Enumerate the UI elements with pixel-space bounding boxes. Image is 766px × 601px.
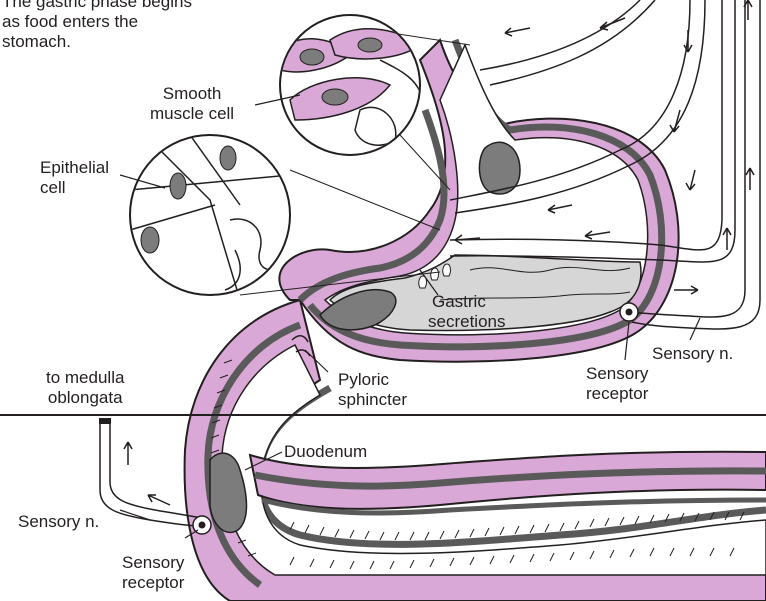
label-sensory-n-left: Sensory n. bbox=[18, 512, 99, 532]
label-line: muscle cell bbox=[150, 104, 234, 124]
caption-line-2: as food enters the bbox=[2, 12, 192, 32]
label-sensory-receptor-right: Sensory receptor bbox=[586, 364, 648, 404]
label-smooth-muscle-cell: Smooth muscle cell bbox=[150, 84, 234, 124]
label-line: sphincter bbox=[338, 390, 407, 410]
label-epithelial-cell: Epithelial cell bbox=[40, 158, 109, 198]
label-line: oblongata bbox=[46, 388, 124, 408]
label-line: to medulla bbox=[46, 368, 124, 388]
label-pyloric-sphincter: Pyloric sphincter bbox=[338, 370, 407, 410]
label-duodenum: Duodenum bbox=[284, 442, 367, 462]
label-line: Gastric bbox=[432, 292, 505, 312]
label-line: receptor bbox=[122, 573, 184, 593]
label-line: Pyloric bbox=[338, 370, 407, 390]
label-line: secretions bbox=[428, 312, 505, 332]
label-line: Epithelial bbox=[40, 158, 109, 178]
label-line: cell bbox=[40, 178, 109, 198]
label-gastric-secretions: Gastric secretions bbox=[428, 292, 505, 332]
nerve-end-cap bbox=[99, 418, 111, 424]
caption-line-1: The gastric phase begins bbox=[2, 0, 192, 12]
label-sensory-n-right: Sensory n. bbox=[652, 344, 733, 364]
label-line: receptor bbox=[586, 384, 648, 404]
caption: The gastric phase begins as food enters … bbox=[2, 0, 192, 52]
caption-line-3: stomach. bbox=[2, 32, 192, 52]
label-sensory-receptor-left: Sensory receptor bbox=[122, 553, 184, 593]
label-line: Sensory bbox=[586, 364, 648, 384]
label-line: Smooth bbox=[150, 84, 234, 104]
label-line: Sensory bbox=[122, 553, 184, 573]
sensory-receptor-right bbox=[620, 303, 638, 321]
label-to-medulla: to medulla oblongata bbox=[46, 368, 124, 408]
